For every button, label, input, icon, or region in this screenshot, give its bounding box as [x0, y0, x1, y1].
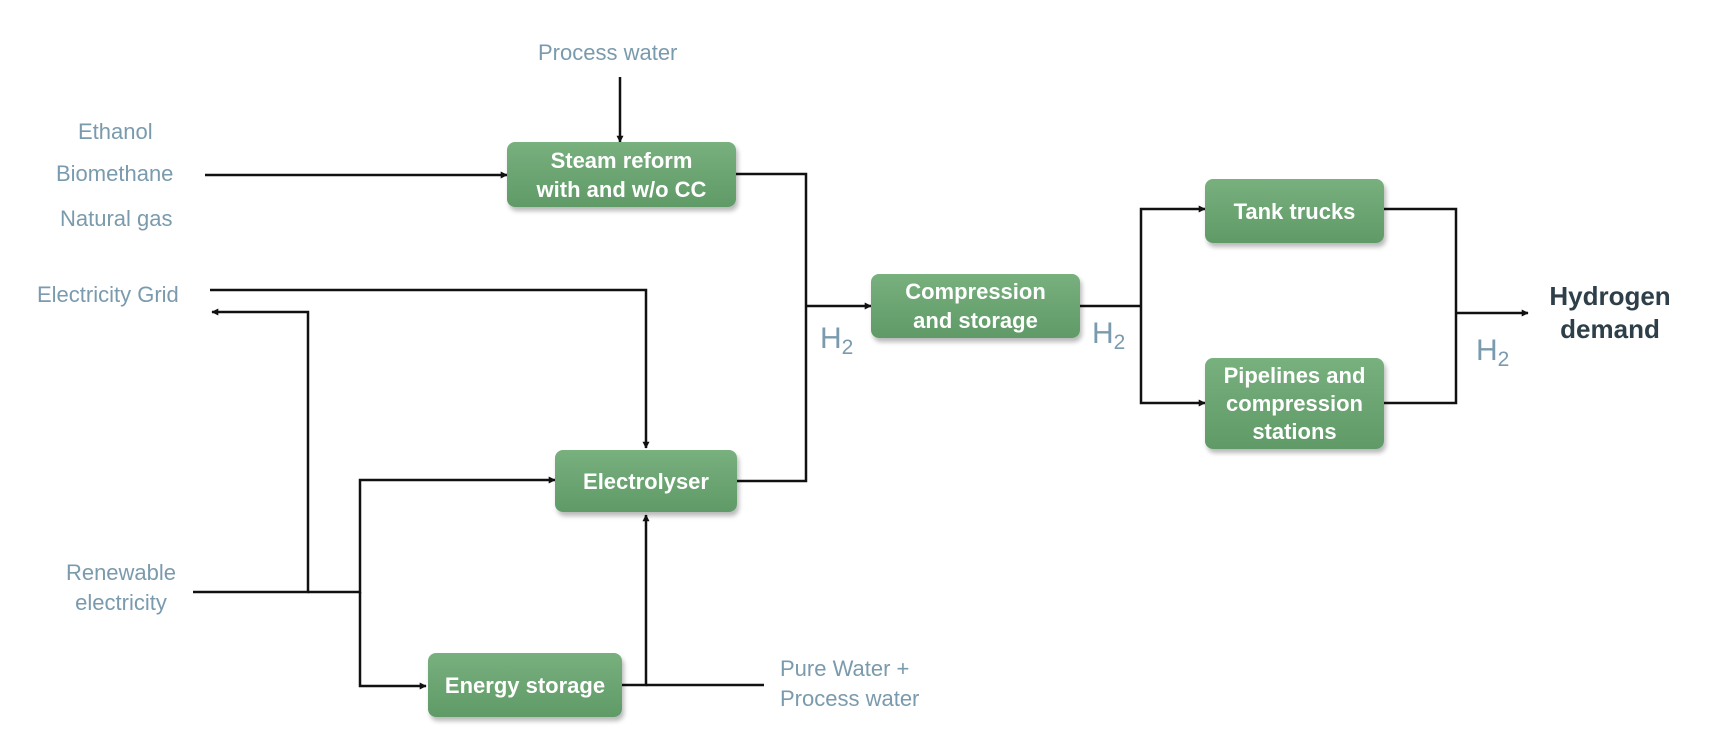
h2-label-distribution: H2 — [1476, 334, 1510, 371]
energy-storage-box: Energy storage — [428, 653, 622, 717]
renewable-to-energy-storage-arrow — [358, 592, 427, 690]
steam-reform-box: Steam reform with and w/o CC — [507, 142, 736, 207]
tank-trucks-out-line — [1384, 207, 1458, 313]
renewable-electricity-label: Renewable electricity — [65, 560, 177, 615]
electricity-grid-label: Electricity Grid — [37, 282, 179, 307]
steam-reform-h2-line — [736, 172, 808, 306]
ethanol-label: Ethanol — [78, 119, 153, 144]
biomethane-label: Biomethane — [56, 161, 174, 186]
grid-to-electrolyser-arrow — [210, 288, 650, 449]
tank-trucks-box: Tank trucks — [1205, 179, 1384, 243]
storage-to-electrolyser-arrow — [622, 514, 650, 687]
compression-storage-box: Compression and storage — [871, 274, 1080, 338]
natural-gas-label: Natural gas — [60, 206, 173, 231]
pipelines-out-line — [1384, 313, 1458, 405]
process-water-label: Process water — [538, 40, 678, 65]
renewable-to-grid-arrow — [193, 308, 310, 594]
electrolyser-h2-line — [737, 306, 808, 483]
pure-water-label: Pure Water + Process water — [780, 656, 920, 711]
split-to-pipelines-arrow — [1139, 306, 1206, 407]
h2-label-production: H2 — [820, 322, 854, 359]
renewable-to-electrolyser-arrow — [308, 476, 556, 594]
split-to-tank-trucks-arrow — [1139, 205, 1206, 306]
electrolyser-box: Electrolyser — [555, 450, 737, 512]
pipelines-box: Pipelines and compression stations — [1205, 358, 1384, 449]
h2-label-compression: H2 — [1092, 317, 1126, 354]
hydrogen-demand-label: Hydrogen demand — [1549, 281, 1671, 344]
